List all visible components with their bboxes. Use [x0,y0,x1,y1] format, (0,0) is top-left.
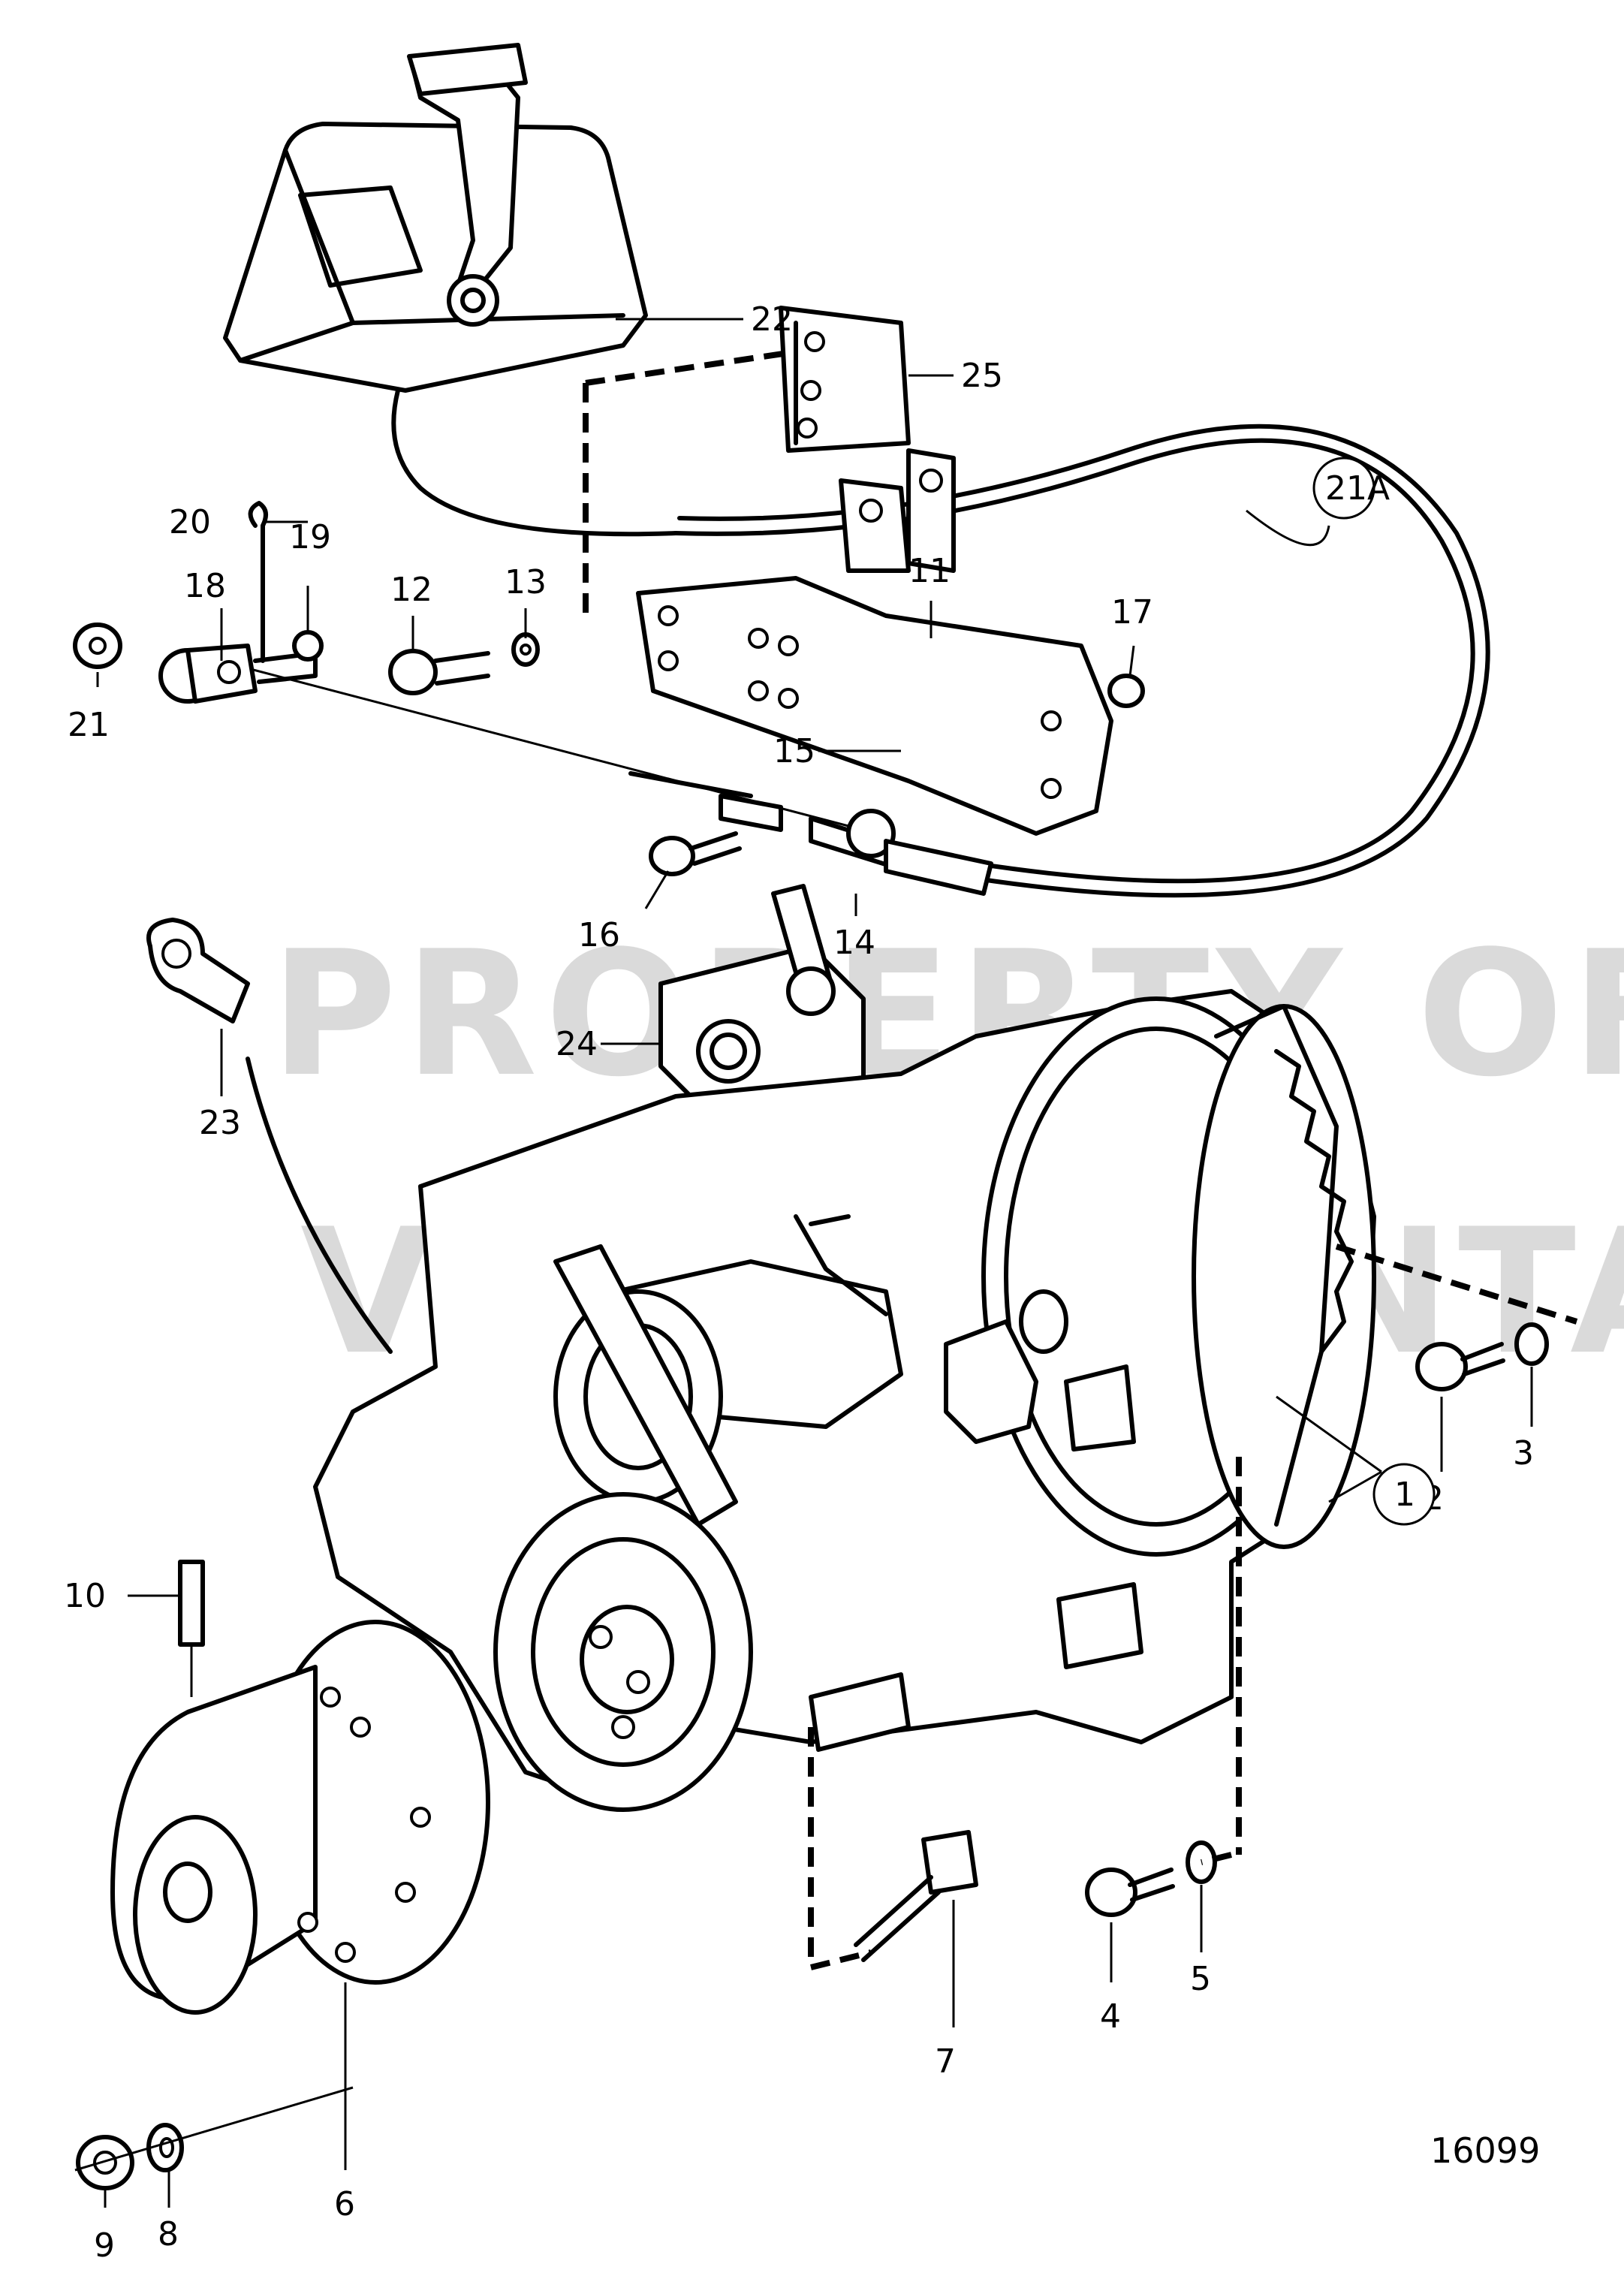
screw-16 [649,831,742,876]
callout-16: 16 [578,916,620,954]
callout-1-circle [1372,1463,1436,1526]
callout-3: 3 [1513,1434,1534,1473]
bolt-7 [854,1830,978,1962]
callout-14: 14 [833,924,875,962]
cable-bracket-small [779,306,911,453]
callout-7: 7 [935,2042,956,2081]
callout-21-circle [1312,457,1375,520]
pin-10 [178,1560,205,1697]
clip-guide-line [246,1057,393,1354]
assembly-lines [583,350,1578,1970]
callout-8: 8 [158,2215,179,2253]
callout-25: 25 [961,357,1003,395]
callout-22: 22 [751,300,793,339]
callout-21a: 21 [68,706,110,744]
control-cable [673,424,1490,898]
mounting-bracket-plate [636,576,1113,836]
nut-9 [76,2135,134,2190]
callout-21: 21A [1325,469,1390,508]
nut-17 [1107,674,1145,708]
callout-10: 10 [64,1577,106,1615]
bolt-12 [388,649,490,695]
callout-19: 19 [289,518,331,556]
cable-end-assembly [73,501,849,832]
propeller-coupling [110,1620,490,2015]
drawing-reference-number: 16099 [1430,2130,1540,2171]
bolt-4 [1085,1868,1175,1917]
callout-24: 24 [556,1025,598,1063]
output-flange [493,1492,753,1812]
callout-4: 4 [1100,1997,1121,2036]
callout-labels: 22 25 21A 20 19 18 21 12 13 11 17 15 16 … [64,300,1534,2265]
callout-5: 5 [1190,1960,1211,1998]
callout-23: 23 [199,1104,241,1142]
bolt-2 [1415,1342,1505,1391]
callout-12: 12 [390,571,432,609]
callout-1: 1 [1394,1476,1415,1514]
leader-lines [96,318,1533,2208]
callout-6: 6 [334,2185,355,2223]
cable-clamp [809,448,993,896]
callout-15: 15 [773,732,815,770]
callout-18: 18 [184,567,226,605]
callout-11: 11 [908,552,951,590]
washer-13 [511,632,540,667]
callout-13: 13 [505,563,547,601]
control-lever-housing [223,43,678,537]
washer-3 [1514,1322,1549,1366]
coupling-axis-line [74,2086,354,2172]
callout-17: 17 [1111,593,1153,632]
callout-9: 9 [94,2226,115,2265]
callout-20: 20 [169,503,211,541]
cable-clip [146,918,250,1023]
